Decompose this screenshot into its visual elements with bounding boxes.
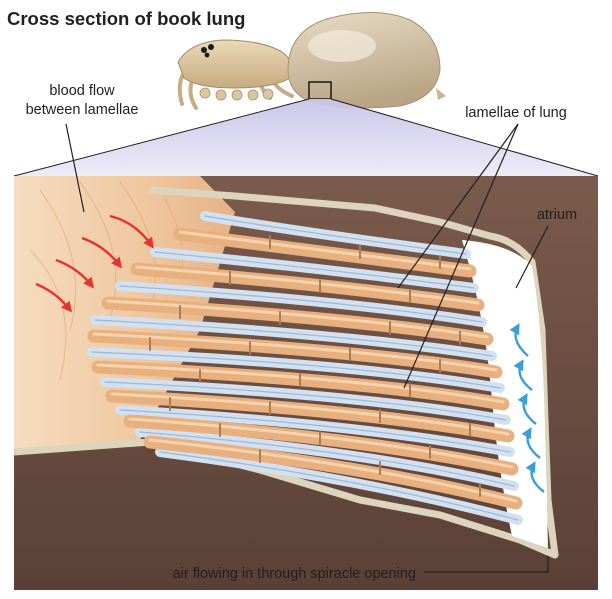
atrium-leader bbox=[515, 225, 549, 289]
blood-flow-arrow bbox=[81, 236, 122, 269]
spider-abdomen bbox=[287, 12, 441, 109]
trabecula-struts bbox=[149, 235, 481, 497]
blood-flow-arrow bbox=[35, 282, 72, 313]
blood-flow-arrows bbox=[35, 214, 154, 313]
lung-wall-cuticle bbox=[13, 186, 559, 559]
body-cavity bbox=[14, 176, 235, 452]
lamellae-stack bbox=[87, 211, 523, 525]
blood-flow-leader bbox=[65, 123, 85, 213]
spider-cephalothorax bbox=[177, 39, 293, 89]
air-flow-arrow bbox=[509, 323, 529, 357]
fan-edge-left bbox=[13, 98, 310, 177]
blood-flow-arrow bbox=[55, 258, 94, 289]
hemolymph-channels bbox=[87, 227, 523, 510]
atrium-lamella-tips bbox=[470, 256, 512, 336]
blood-flow-label-line2: between lamellae bbox=[26, 102, 139, 118]
spider-illustration bbox=[177, 12, 446, 110]
spider-spinnerets bbox=[436, 88, 446, 100]
hemolymph-highlight bbox=[92, 230, 518, 503]
magnification-fan bbox=[14, 99, 598, 176]
blood-flow-arrow bbox=[109, 214, 154, 249]
air-flow-arrow bbox=[513, 359, 533, 391]
lamellae-leader-upper bbox=[397, 123, 519, 289]
air-flow-leader bbox=[424, 556, 549, 573]
air-flow-arrow bbox=[517, 393, 537, 425]
spider-eyes bbox=[201, 44, 214, 58]
air-flow-arrow bbox=[525, 461, 545, 493]
figure-title: Cross section of book lung bbox=[7, 8, 245, 29]
lamella-outline bbox=[91, 215, 519, 521]
air-flow-label: air flowing in through spiracle opening bbox=[173, 566, 416, 582]
spider-leg-joints bbox=[199, 87, 274, 101]
lamellae-label: lamellae of lung bbox=[465, 105, 567, 121]
leader-lines bbox=[65, 123, 549, 573]
fan-edge-right bbox=[330, 98, 599, 177]
blood-flow-label-line1: blood flow bbox=[49, 83, 115, 99]
atrium-label: atrium bbox=[537, 207, 577, 223]
spider-abdomen-highlight bbox=[308, 30, 376, 62]
air-flow-arrow bbox=[521, 427, 541, 459]
air-flow-arrows bbox=[509, 323, 545, 493]
lamellae-leader-lower bbox=[403, 123, 519, 389]
